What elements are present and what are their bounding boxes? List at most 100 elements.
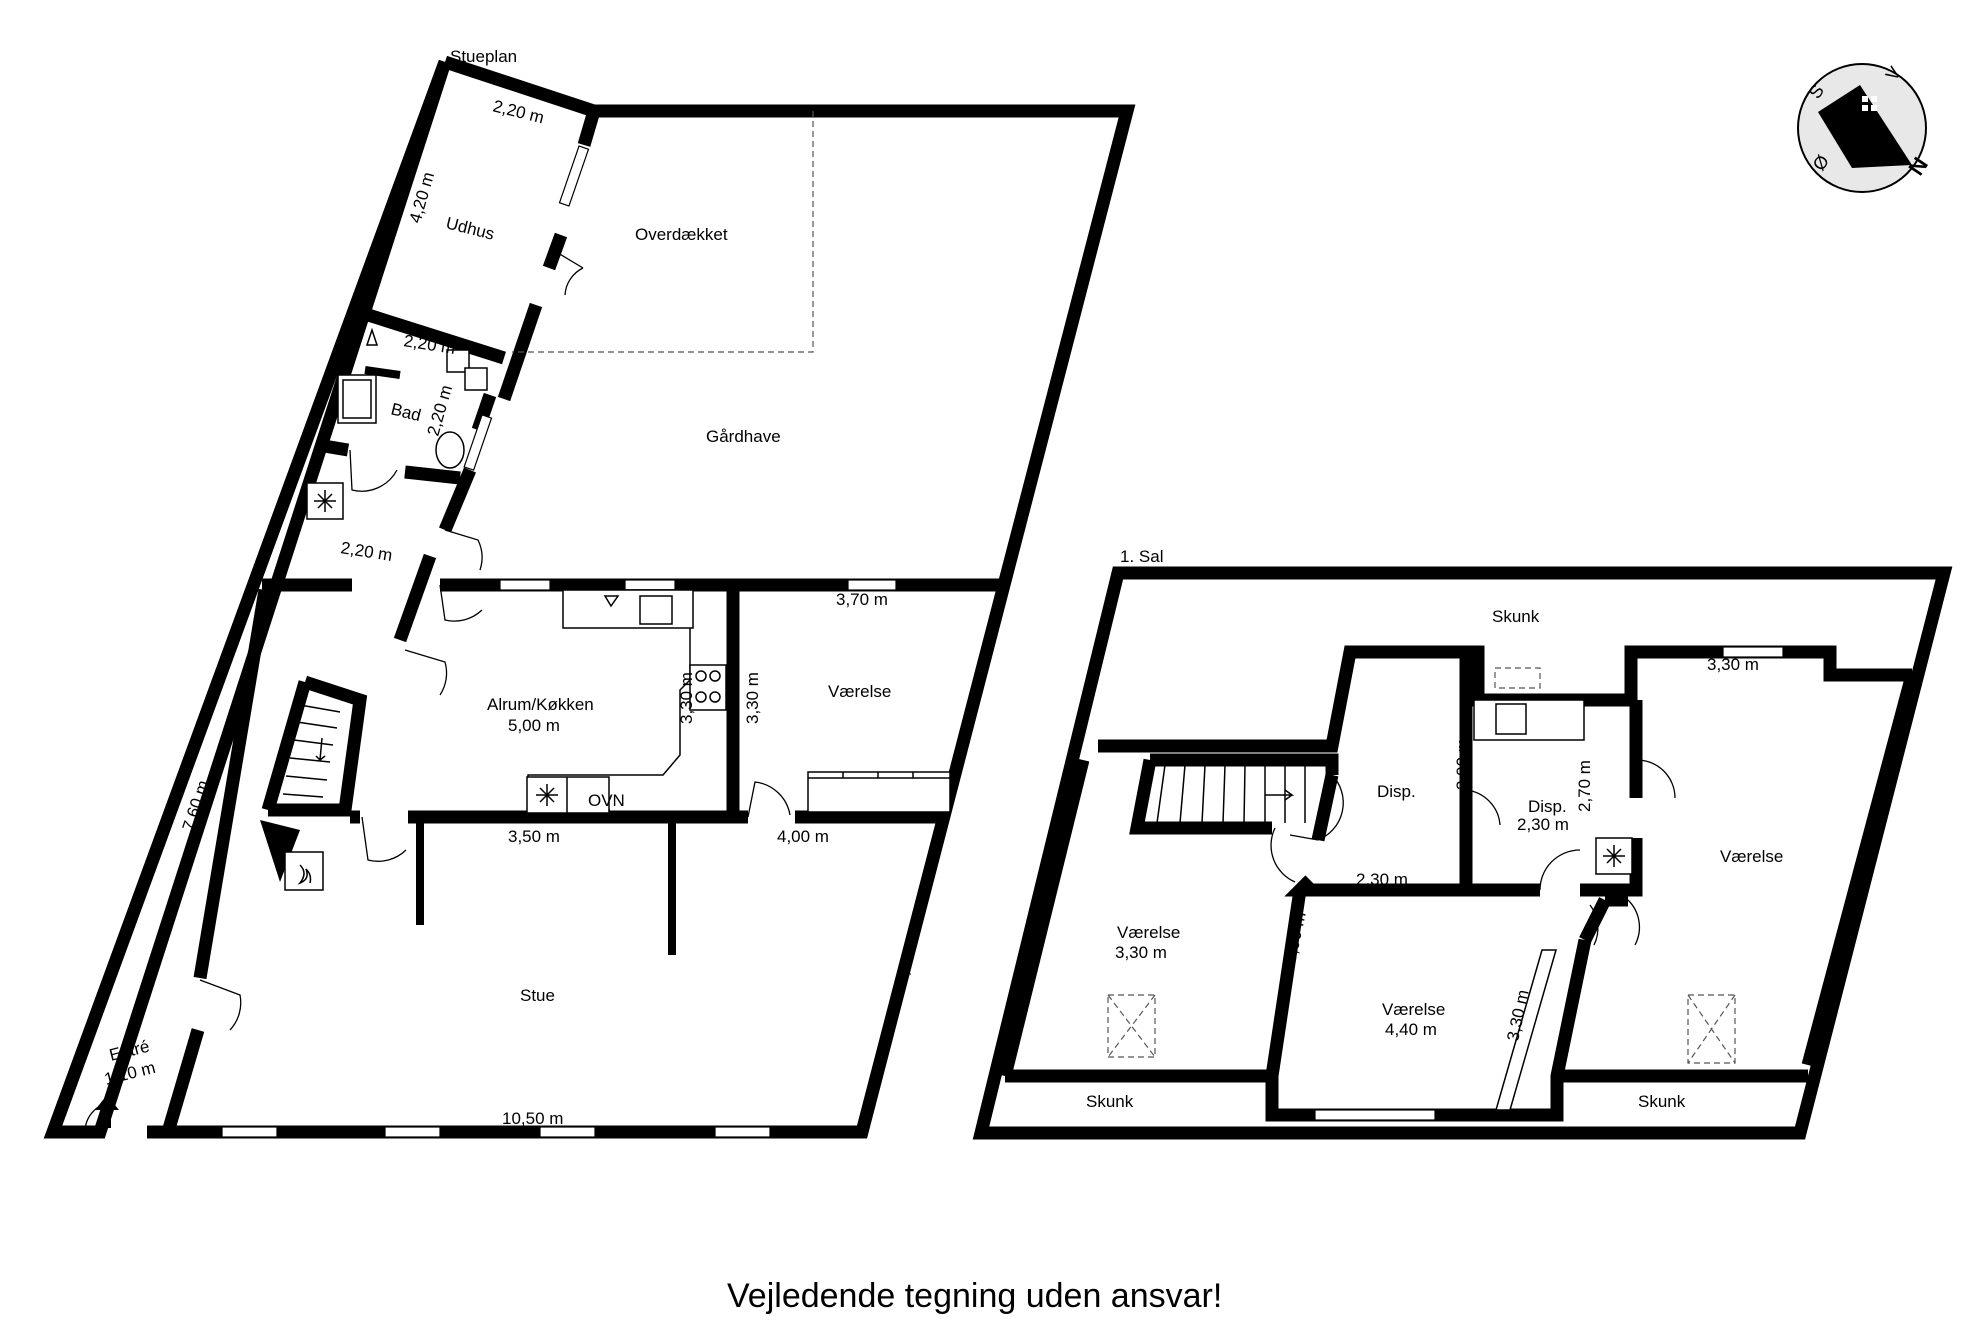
ground-floor-plan: Stueplan Udhus Overdækket Bad Gårdhave A… <box>43 47 1136 1139</box>
disp-counter <box>1473 699 1585 741</box>
washer-v-icon <box>446 349 470 373</box>
disp2-side-dim: 2,70 m <box>1575 760 1594 812</box>
disp-sink-icon <box>1495 703 1527 735</box>
disp2-label: Disp. <box>1528 797 1567 816</box>
entry-arrow-icon <box>95 1095 119 1128</box>
stue-top-left-dim: 3,50 m <box>508 827 560 846</box>
heater-icon <box>365 327 379 346</box>
disp1-bottom-dim: 2,30 m <box>1356 870 1408 889</box>
knee-wall-right <box>1801 673 1919 1067</box>
fireplace-icon <box>260 820 324 891</box>
stair-door[interactable] <box>1270 827 1296 883</box>
bad-wall-left <box>364 366 401 379</box>
ground-stairs <box>282 704 341 798</box>
vaerelse-left-side-dim: 3,90 m <box>1280 910 1309 965</box>
hall-door[interactable] <box>444 529 483 571</box>
vaerelse-mid-width-dim: 4,40 m <box>1385 1020 1437 1039</box>
hall-width-dim: 2,20 m <box>339 538 393 565</box>
hall-side-door[interactable] <box>404 649 448 696</box>
first-outer-wall <box>972 566 1953 1140</box>
alrum-door[interactable] <box>439 584 483 622</box>
first-stairs <box>1156 764 1306 824</box>
alrum-length-dim: 5,00 m <box>508 716 560 735</box>
bad-bottom-wall <box>316 438 461 485</box>
knee-wall-left <box>998 758 1090 1078</box>
gardhave-label: Gårdhave <box>706 427 781 446</box>
disp2-bottom-door[interactable] <box>1539 849 1581 891</box>
dryer-t-icon <box>464 367 488 391</box>
vaerelse-right-door[interactable] <box>1635 759 1676 799</box>
vaerelse-mid-door[interactable] <box>1589 904 1599 946</box>
skunk-bottom-right-label: Skunk <box>1638 1092 1686 1111</box>
skylight-left <box>1107 994 1156 1058</box>
disp2-door[interactable] <box>1465 789 1501 826</box>
kitchen-counter <box>526 589 727 814</box>
faucet-icon <box>603 595 620 608</box>
disp1-walls <box>1284 652 1473 897</box>
bad-window <box>463 414 493 471</box>
overdaekket-label: Overdækket <box>635 225 728 244</box>
skylight-disp <box>1494 667 1541 689</box>
wardrobe-doors <box>808 772 950 779</box>
disclaimer-text: Vejledende tegning uden ansvar! <box>727 1277 1222 1315</box>
vaerelse-left-label: Værelse <box>1117 923 1180 942</box>
disp1-side-dim: 3,90 m <box>1453 738 1472 790</box>
vaerelse-label: Værelse <box>828 682 891 701</box>
overdaekket-outline <box>512 111 814 353</box>
oven-label: OVN <box>588 791 625 810</box>
ground-outer-wall <box>43 55 1136 1139</box>
disp-snowflake-icon <box>1603 845 1625 867</box>
udhus-label: Udhus <box>444 213 496 243</box>
fridge-snowflake-icon <box>536 784 558 806</box>
alrum-label: Alrum/Køkken <box>487 695 594 714</box>
skunk-top-label: Skunk <box>1492 607 1540 626</box>
alrum-window-1 <box>499 579 551 591</box>
stue-bottom-dim: 10,50 m <box>502 1109 563 1128</box>
stairwell-wall <box>1129 753 1339 835</box>
stue-door[interactable] <box>361 816 407 862</box>
stair-wall <box>268 675 368 817</box>
disp1-label: Disp. <box>1377 782 1416 801</box>
ground-floor-title: Stueplan <box>450 47 517 66</box>
stue-top-right-dim: 4,00 m <box>777 827 829 846</box>
vaerelse-left-width-dim: 3,30 m <box>1115 943 1167 962</box>
snowflake-icon <box>314 490 336 512</box>
vaerelse-window <box>847 579 897 591</box>
udhus-bad-wall <box>360 306 506 365</box>
entre-door[interactable] <box>199 979 242 1031</box>
compass-icon: N S Ø V <box>1797 63 1933 193</box>
vaerelse-right-label: Værelse <box>1720 847 1783 866</box>
stue-window-4 <box>714 1126 771 1138</box>
vaerelse-right-top-dim: 3,30 m <box>1707 655 1759 674</box>
first-floor-plan: 1. Sal Skunk Disp. Disp. Værelse Værelse… <box>972 547 1953 1140</box>
vaerelse-mid-wardrobe <box>1495 949 1557 1111</box>
sink-icon <box>639 595 673 625</box>
udhus-door[interactable] <box>552 249 584 296</box>
vaerelse-door[interactable] <box>747 781 791 818</box>
bad-door[interactable] <box>349 449 398 492</box>
stue-window-3 <box>539 1126 596 1138</box>
vaerelse-top-dim: 3,70 m <box>836 590 888 609</box>
stair-left-wall <box>261 680 312 812</box>
bad-label: Bad <box>389 399 423 425</box>
vaerelse-mid-window <box>1314 1109 1436 1121</box>
stove-icon <box>689 664 727 711</box>
skunk-bottom-left-label: Skunk <box>1086 1092 1134 1111</box>
disp2-width-dim: 2,30 m <box>1517 815 1569 834</box>
hall-right-wall <box>393 553 437 643</box>
vaerelse-mid-label: Værelse <box>1382 1000 1445 1019</box>
udhus-top-dim: 2,20 m <box>491 96 546 127</box>
bathtub-inner <box>342 379 372 419</box>
vaerelse-right-window <box>1722 646 1784 658</box>
stue-window-2 <box>384 1126 441 1138</box>
bad-side-dim: 2,20 m <box>424 383 457 438</box>
stue-label: Stue <box>520 986 555 1005</box>
alrum-window-2 <box>624 579 676 591</box>
disp1-door[interactable] <box>1289 774 1344 841</box>
skylight-right <box>1687 994 1736 1064</box>
vaerelse-right-left-wall <box>1579 893 1628 943</box>
entre-wall <box>161 588 272 1134</box>
vaerelse-right-door-2[interactable] <box>1627 899 1641 946</box>
udhus-window <box>558 145 590 207</box>
